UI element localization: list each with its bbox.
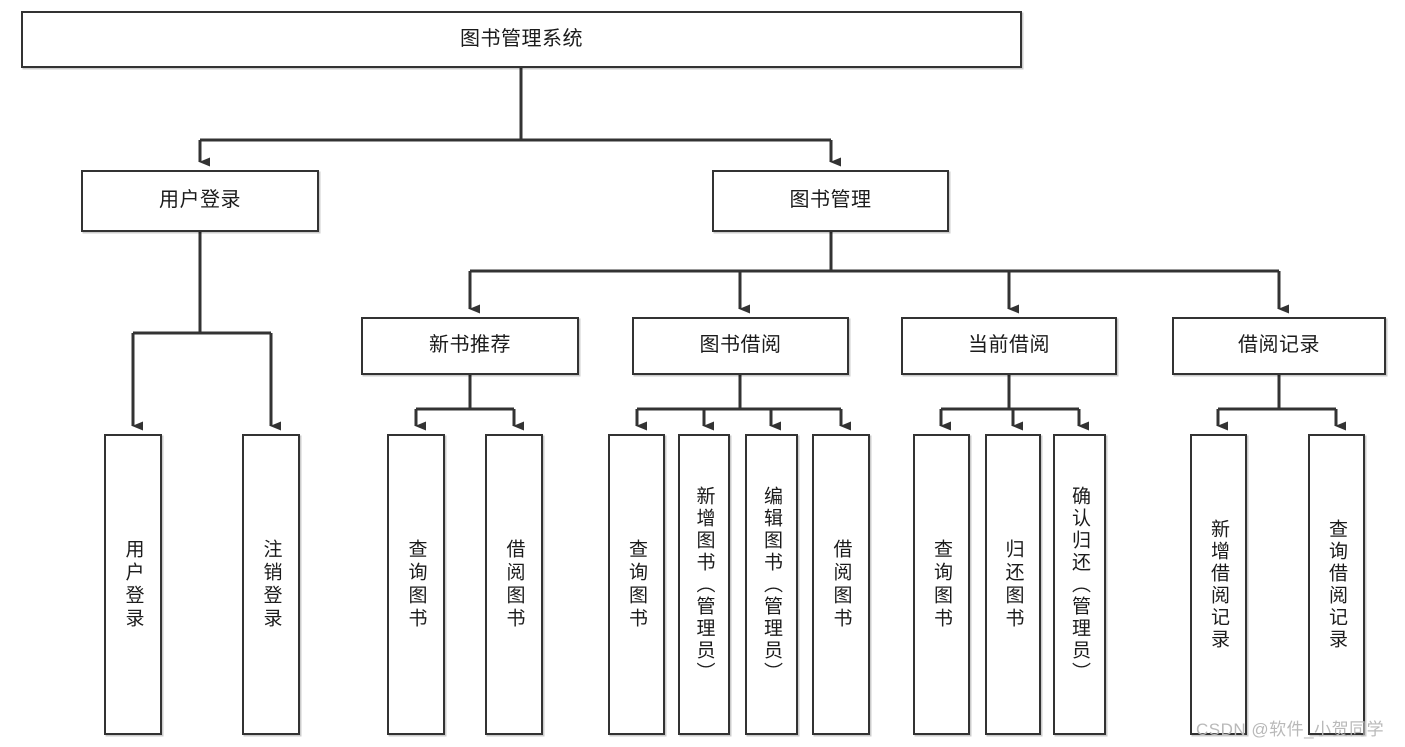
node-current-borrow[interactable]: 当前借阅	[901, 317, 1117, 375]
leaf-user-login-label: 用户登录	[122, 538, 144, 631]
leaf-query-book-3-label: 查询图书	[931, 538, 952, 631]
leaf-query-book-3[interactable]: 查询图书	[913, 434, 970, 735]
leaf-query-borrow-record[interactable]: 查询借阅记录	[1308, 434, 1365, 735]
leaf-confirm-return[interactable]: 确认归还（管理员）	[1053, 434, 1106, 735]
node-root[interactable]: 图书管理系统	[21, 11, 1022, 68]
leaf-query-book-1-label: 查询图书	[405, 538, 427, 631]
node-root-label: 图书管理系统	[460, 27, 583, 50]
node-book-manage[interactable]: 图书管理	[712, 170, 949, 232]
leaf-borrow-book-1-label: 借阅图书	[503, 538, 525, 631]
leaf-logout-label: 注销登录	[260, 538, 282, 631]
leaf-user-login[interactable]: 用户登录	[104, 434, 162, 735]
leaf-query-book-1[interactable]: 查询图书	[387, 434, 445, 735]
node-book-manage-label: 图书管理	[789, 189, 872, 212]
leaf-return-book-label: 归还图书	[1002, 538, 1024, 631]
leaf-edit-book-label: 编辑图书（管理员）	[761, 485, 782, 684]
leaf-return-book[interactable]: 归还图书	[985, 434, 1041, 735]
leaf-query-borrow-record-label: 查询借阅记录	[1326, 518, 1347, 651]
leaf-borrow-book-2[interactable]: 借阅图书	[812, 434, 870, 735]
node-user-login[interactable]: 用户登录	[81, 170, 319, 232]
leaf-logout[interactable]: 注销登录	[242, 434, 300, 735]
node-borrow-record-label: 借阅记录	[1238, 334, 1320, 357]
node-user-login-label: 用户登录	[159, 189, 241, 212]
leaf-edit-book[interactable]: 编辑图书（管理员）	[745, 434, 798, 735]
leaf-add-book-label: 新增图书（管理员）	[693, 485, 715, 684]
leaf-query-book-2[interactable]: 查询图书	[608, 434, 665, 735]
leaf-borrow-book-2-label: 借阅图书	[830, 538, 852, 631]
leaf-borrow-book-1[interactable]: 借阅图书	[485, 434, 543, 735]
leaf-add-borrow-record[interactable]: 新增借阅记录	[1190, 434, 1247, 735]
leaf-query-book-2-label: 查询图书	[626, 538, 647, 631]
node-current-borrow-label: 当前借阅	[968, 334, 1050, 357]
node-new-book-recommend-label: 新书推荐	[429, 334, 511, 357]
node-new-book-recommend[interactable]: 新书推荐	[361, 317, 579, 375]
node-borrow-record[interactable]: 借阅记录	[1172, 317, 1386, 375]
leaf-add-book[interactable]: 新增图书（管理员）	[678, 434, 730, 735]
node-book-borrow-label: 图书借阅	[699, 334, 782, 357]
csdn-watermark: CSDN @软件_小贺同学	[1196, 720, 1385, 739]
leaf-add-borrow-record-label: 新增借阅记录	[1208, 518, 1229, 651]
leaf-confirm-return-label: 确认归还（管理员）	[1069, 485, 1090, 684]
node-book-borrow[interactable]: 图书借阅	[632, 317, 849, 375]
